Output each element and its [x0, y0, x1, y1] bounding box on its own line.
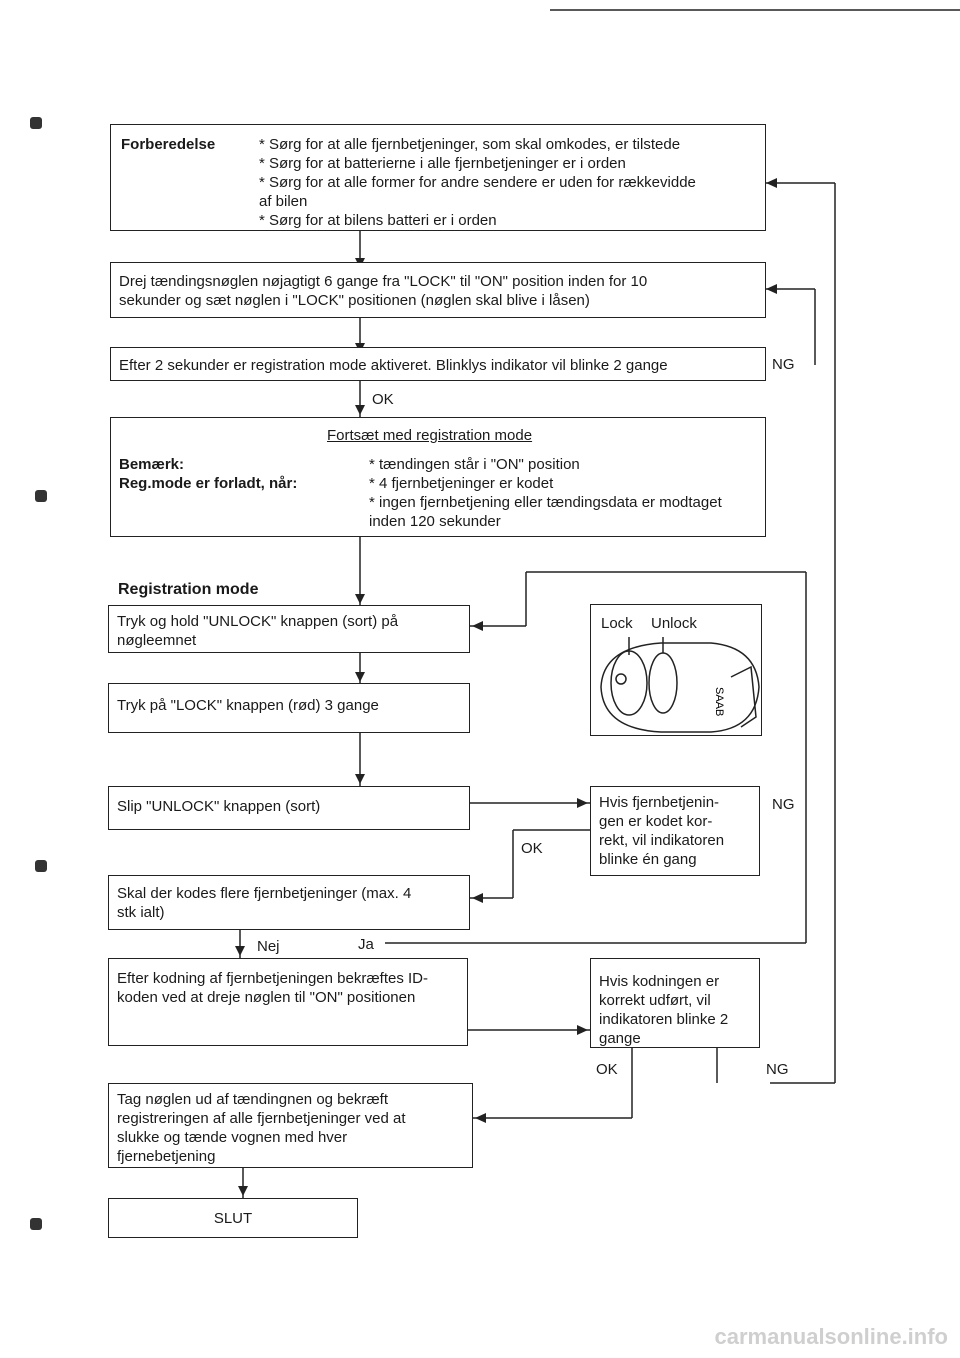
remote-lock-label: Lock: [601, 615, 633, 632]
label-ng-1: NG: [772, 356, 795, 373]
watermark: carmanualsonline.info: [714, 1324, 949, 1349]
step-ignition-box: Drej tændingsnøglen nøjagtigt 6 gange fr…: [110, 262, 766, 318]
remote-key-icon: SAAB: [600, 637, 760, 733]
note-line-4: inden 120 sekunder: [369, 513, 501, 530]
result2-line-4: gange: [599, 1030, 641, 1047]
prep-line-4: af bilen: [259, 193, 308, 210]
label-ja: Ja: [358, 936, 374, 953]
step-lock3-box: Tryk på "LOCK" knappen (rød) 3 gange: [108, 683, 470, 733]
binder-mark-1: [30, 117, 42, 129]
end-text: SLUT: [213, 1210, 253, 1227]
note-label-regmode: Reg.mode er forladt, når:: [119, 475, 298, 492]
remote-unlock-label: Unlock: [651, 615, 697, 632]
registration-title: Registration mode: [118, 581, 259, 598]
label-ok-2: OK: [521, 840, 543, 857]
step-ignition-line-2: sekunder og sæt nøglen i "LOCK" position…: [119, 292, 590, 309]
binder-mark-4: [30, 1218, 42, 1230]
label-ng-2: NG: [772, 796, 795, 813]
note-line-2: * 4 fjernbetjeninger er kodet: [369, 475, 554, 492]
label-ok-1: OK: [372, 391, 394, 408]
step-wait-text: Efter 2 sekunder er registration mode ak…: [119, 357, 668, 374]
step-final-line-2: registreringen af alle fjernbetjeninger …: [117, 1110, 406, 1127]
step-more-line-1: Skal der kodes flere fjernbetjeninger (m…: [117, 885, 412, 902]
label-ng-3: NG: [766, 1061, 789, 1078]
step-hold-box: Tryk og hold "UNLOCK" knappen (sort) på …: [108, 605, 470, 653]
prep-line-3: * Sørg for at alle former for andre send…: [259, 174, 696, 191]
step-ignition-line-1: Drej tændingsnøglen nøjagtigt 6 gange fr…: [119, 273, 648, 290]
remote-illustration-box: Lock Unlock SAAB: [590, 604, 762, 736]
note-box: Fortsæt med registration mode Bemærk: Re…: [110, 417, 766, 537]
label-nej: Nej: [257, 938, 280, 955]
prep-title: Forberedelse: [121, 136, 216, 153]
label-ok-3: OK: [596, 1061, 618, 1078]
result1-line-3: rekt, vil indikatoren: [599, 832, 725, 849]
step-confirm-line-2: koden ved at dreje nøglen til "ON" posit…: [117, 989, 416, 1006]
step-final-box: Tag nøglen ud af tændingnen og bekræft r…: [108, 1083, 473, 1168]
step-wait-box: Efter 2 sekunder er registration mode ak…: [110, 347, 766, 381]
step-final-line-1: Tag nøglen ud af tændingnen og bekræft: [117, 1091, 389, 1108]
step-release-box: Slip "UNLOCK" knappen (sort): [108, 786, 470, 830]
result2-line-2: korrekt udført, vil: [599, 992, 711, 1009]
remote-brand: SAAB: [713, 687, 725, 716]
result2-line-1: Hvis kodningen er: [599, 973, 720, 990]
result1-line-4: blinke én gang: [599, 851, 697, 868]
binder-mark-3: [35, 860, 47, 872]
step-more-box: Skal der kodes flere fjernbetjeninger (m…: [108, 875, 470, 930]
result1-box: Hvis fjernbetjenin- gen er kodet kor- re…: [590, 786, 760, 876]
prep-line-2: * Sørg for at batterierne i alle fjernbe…: [259, 155, 626, 172]
step-final-line-4: fjernebetjening: [117, 1148, 216, 1165]
step-lock3-text: Tryk på "LOCK" knappen (rød) 3 gange: [117, 697, 379, 714]
prep-box: Forberedelse * Sørg for at alle fjernbet…: [110, 124, 766, 231]
prep-line-1: * Sørg for at alle fjernbetjeninger, som…: [259, 136, 681, 153]
note-line-3: * ingen fjernbetjening eller tændingsdat…: [369, 494, 722, 511]
note-label-bemaerk: Bemærk:: [119, 456, 185, 473]
binder-mark-2: [35, 490, 47, 502]
step-confirm-box: Efter kodning af fjernbetjeningen bekræf…: [108, 958, 468, 1046]
result2-box: Hvis kodningen er korrekt udført, vil in…: [590, 958, 760, 1048]
step-more-line-2: stk ialt): [117, 904, 165, 921]
note-heading: Fortsæt med registration mode: [327, 427, 533, 444]
result1-line-2: gen er kodet kor-: [599, 813, 713, 830]
step-release-text: Slip "UNLOCK" knappen (sort): [117, 798, 321, 815]
result2-line-3: indikatoren blinke 2: [599, 1011, 729, 1028]
prep-line-5: * Sørg for at bilens batteri er i orden: [259, 212, 497, 229]
step-confirm-line-1: Efter kodning af fjernbetjeningen bekræf…: [117, 970, 429, 987]
end-box: SLUT: [108, 1198, 358, 1238]
note-line-1: * tændingen står i "ON" position: [369, 456, 580, 473]
step-final-line-3: slukke og tænde vognen med hver: [117, 1129, 348, 1146]
result1-line-1: Hvis fjernbetjenin-: [599, 794, 720, 811]
step-hold-line-2: nøgleemnet: [117, 632, 197, 649]
step-hold-line-1: Tryk og hold "UNLOCK" knappen (sort) på: [117, 613, 399, 630]
